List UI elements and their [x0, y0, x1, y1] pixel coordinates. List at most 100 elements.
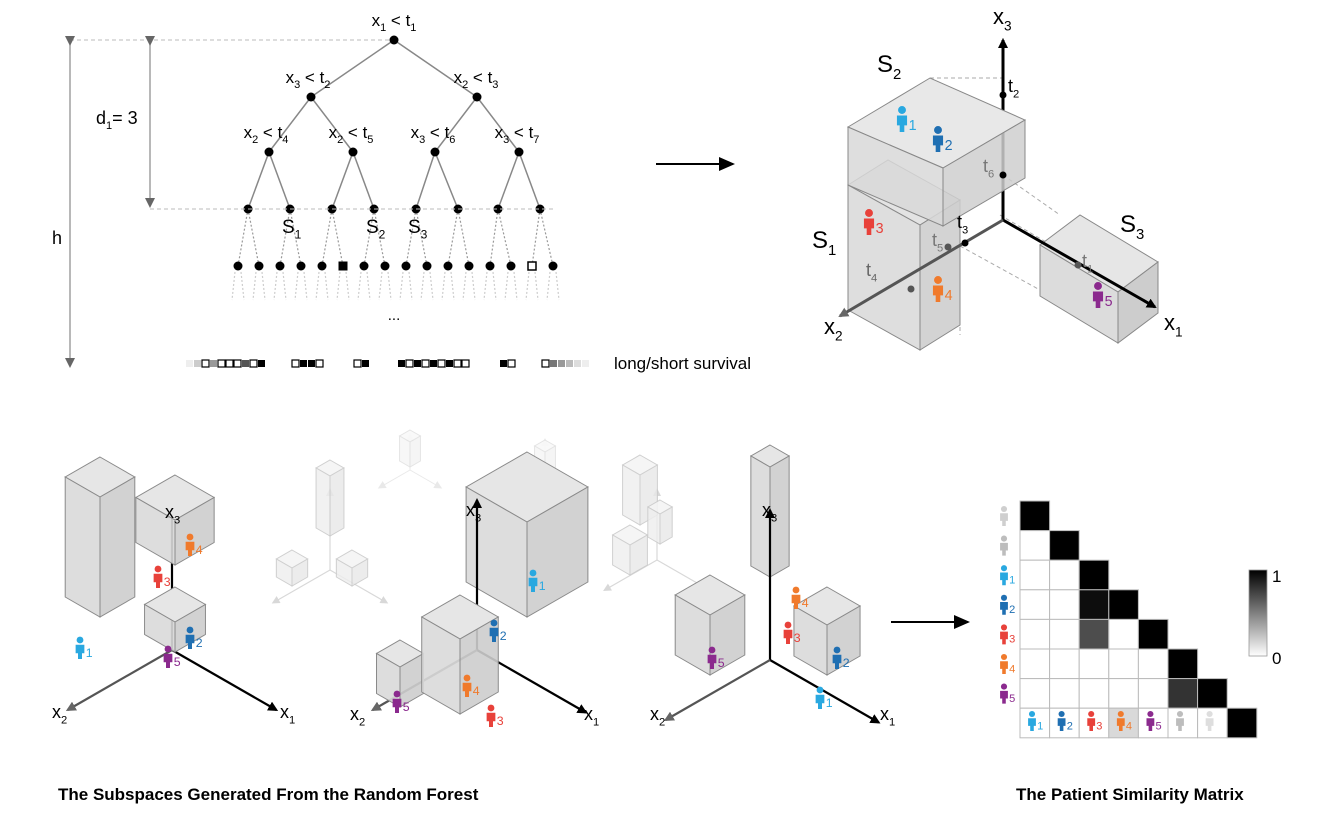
matrix-col-patient-2-label: 2	[1067, 720, 1073, 732]
faded-b-x2	[377, 469, 411, 489]
threshold-dot	[999, 91, 1007, 99]
survival-square	[541, 359, 550, 368]
panel3-patient-2: 2	[832, 646, 850, 670]
panel3-label-x1: x1	[880, 704, 895, 728]
split-label-3: x2 < t4	[244, 123, 289, 146]
patient-3: 3	[863, 209, 884, 237]
survival-square	[507, 359, 516, 368]
survival-square	[414, 360, 421, 367]
depth-label: d1= 3	[96, 108, 138, 132]
matrix-cell	[1108, 678, 1139, 709]
survival-square	[258, 360, 265, 367]
faded-d-box1	[621, 454, 659, 526]
survival-square	[398, 360, 405, 367]
tree-node	[493, 204, 503, 214]
survival-square	[201, 359, 210, 368]
panel3-axis-x2	[663, 659, 771, 721]
matrix-cell	[1197, 678, 1228, 709]
split-label-4: x2 < t5	[329, 123, 374, 146]
axis-x2	[838, 218, 1004, 318]
threshold-dot	[999, 171, 1007, 179]
tree-node	[380, 261, 390, 271]
tree-node	[443, 261, 453, 271]
threshold-t5: t5	[932, 230, 943, 254]
tree-subspace-label-0: S1	[282, 217, 301, 242]
panel2-box-right	[420, 594, 500, 715]
matrix-row-patient-3: 3	[1000, 624, 1015, 646]
faded-a-x2	[271, 569, 331, 604]
panel1-box-tall	[64, 456, 136, 618]
panel1-patient-3-label: 3	[164, 575, 171, 589]
matrix-cell	[1019, 618, 1051, 650]
forest-faded-panels	[271, 459, 389, 604]
panel2-patient-3-label: 3	[497, 714, 504, 728]
matrix-cell	[1019, 648, 1051, 680]
subspace-box-s3	[1039, 214, 1159, 344]
panel3-patient-4: 4	[791, 586, 809, 610]
matrix-cell	[1049, 559, 1080, 591]
axis-label-x1: x1	[1164, 310, 1183, 340]
axis-label-x2: x2	[824, 314, 843, 344]
matrix-cell	[1019, 530, 1051, 561]
panel1-patient-2: 2	[185, 626, 203, 650]
survival-square	[574, 360, 581, 367]
faded-a-box3	[335, 549, 369, 587]
patient-3-label: 3	[876, 221, 884, 237]
patient-5: 5	[1092, 282, 1113, 310]
panel2-patient-2-label: 2	[500, 629, 507, 643]
faded-a-box1	[315, 459, 345, 537]
matrix-row-patient-5: 5	[1000, 683, 1015, 705]
survival-square	[315, 359, 324, 368]
tree-node	[548, 261, 558, 271]
panel3-patient-4-label: 4	[802, 596, 809, 610]
panel1-axis-x2	[65, 649, 173, 711]
matrix-col-faded-5	[1176, 710, 1184, 731]
panel2-patient-3: 3	[486, 704, 504, 728]
matrix-cell	[1108, 648, 1139, 680]
panel1-patient-1-label: 1	[86, 646, 93, 660]
survival-square	[217, 359, 226, 368]
matrix-col-patient-1-label: 1	[1037, 720, 1043, 732]
tree-node	[506, 261, 516, 271]
tree-node	[233, 261, 243, 271]
leaf-square	[527, 261, 537, 271]
tree-node	[464, 261, 474, 271]
panel1-label-x3: x3	[165, 502, 180, 526]
survival-square	[461, 359, 470, 368]
patient-1: 1	[896, 106, 917, 134]
panel2-label-x1: x1	[584, 704, 599, 728]
matrix-row-faded-0	[1000, 505, 1008, 526]
matrix-cell	[1049, 589, 1080, 620]
subspace-label-s3: S3	[1120, 211, 1144, 243]
tree-node	[535, 204, 545, 214]
threshold-t2: t2	[1008, 76, 1019, 100]
survival-square	[421, 359, 430, 368]
matrix-row-patient-4: 4	[1000, 653, 1015, 675]
panel1-patient-3: 3	[153, 565, 171, 589]
panel1-patient-4: 4	[185, 533, 203, 557]
split-label-5: x3 < t6	[411, 123, 456, 146]
panel3-label-x2: x2	[650, 704, 665, 728]
tree-node	[359, 261, 369, 271]
axis-label-x3: x3	[993, 4, 1012, 34]
caption-random-forest: The Subspaces Generated From the Random …	[58, 785, 479, 804]
tree-edges	[231, 39, 560, 301]
matrix-cell	[1049, 678, 1080, 709]
faded-d-x2	[603, 559, 658, 591]
matrix-col-patient-2: 2	[1057, 710, 1073, 732]
panel1-patient-5: 5	[163, 645, 181, 669]
panel1-patient-2-label: 2	[196, 636, 203, 650]
panel3-patient-1: 1	[815, 686, 833, 710]
matrix-col-patient-4: 4	[1116, 710, 1132, 732]
panel2-patient-1: 1	[528, 569, 546, 593]
matrix-col-faded-6	[1205, 710, 1214, 731]
tree-node	[275, 261, 285, 271]
survival-square	[353, 359, 362, 368]
panel2-patient-4-label: 4	[473, 684, 480, 698]
